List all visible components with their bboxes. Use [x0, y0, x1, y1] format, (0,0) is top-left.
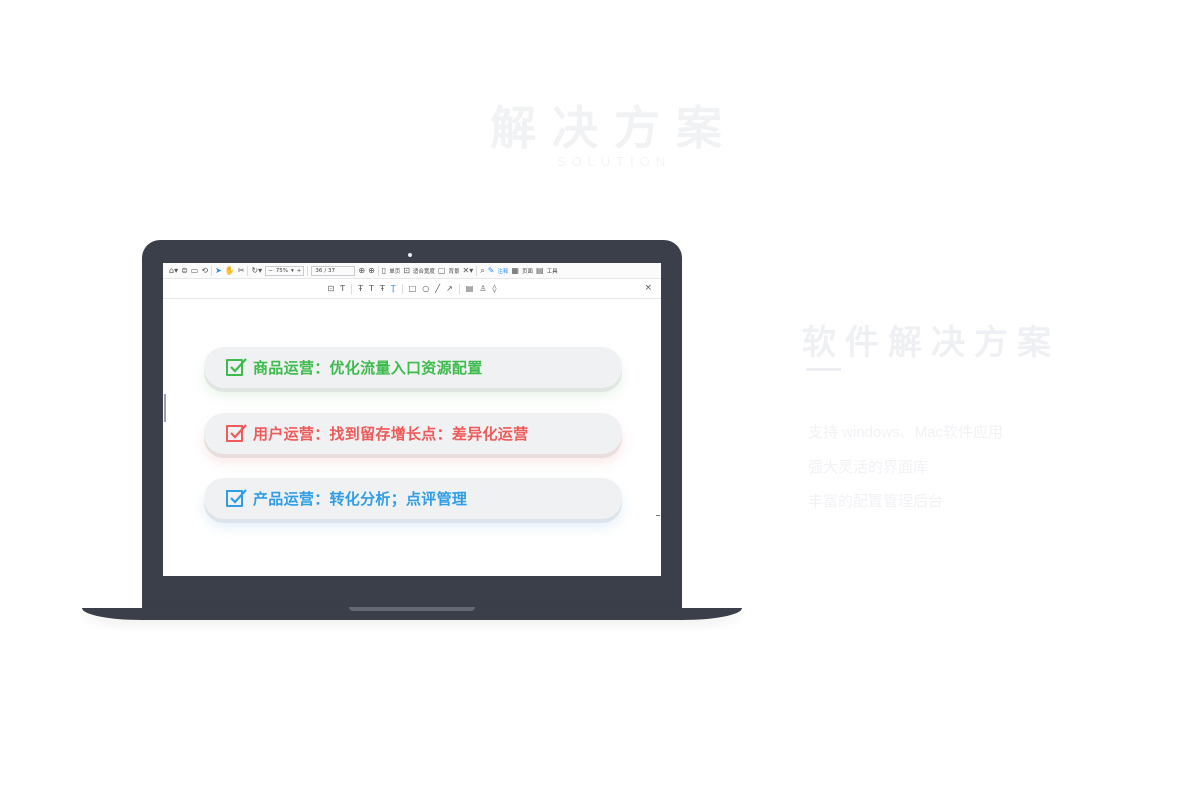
typewriter-icon[interactable]: Ƭ: [340, 284, 346, 293]
toolbar-divider: [401, 284, 403, 294]
toolbar-divider: [247, 265, 249, 276]
circle-icon[interactable]: ○: [422, 284, 430, 293]
document-area: 商品运营：优化流量入口资源配置 用户运营：找到留存增长点：差异化运营 产品运营：…: [163, 299, 661, 576]
checkbox-icon: [226, 489, 247, 507]
zoom-value[interactable]: 75%: [275, 267, 288, 274]
laptop-hinge: [349, 607, 475, 611]
zoom-in-icon[interactable]: +: [296, 267, 302, 274]
toolbar-divider: [377, 265, 379, 276]
toolbar-divider: [458, 284, 460, 294]
page-current-input[interactable]: 36: [315, 267, 323, 274]
line-icon[interactable]: ╱: [435, 284, 441, 293]
background-icon[interactable]: ▢: [437, 265, 446, 275]
cut-icon[interactable]: ✂: [237, 265, 245, 275]
strikethrough-icon[interactable]: Ŧ: [379, 284, 385, 293]
card-text: 用户运营：找到留存增长点：差异化运营: [253, 425, 529, 443]
single-page-button[interactable]: 单页: [389, 268, 401, 275]
camera-dot: [408, 253, 412, 257]
app-screen: ⌂▾ ⊜ ▭ ⟲ ➤ ✋ ✂ ↻▾ − 75% ▾ + 36 / 37 ⊕ ⊕ …: [163, 263, 661, 576]
scroll-marker: [656, 515, 660, 516]
select-cursor-icon[interactable]: ➤: [215, 265, 222, 275]
feature-line: 丰富的配置管理后台: [808, 493, 944, 510]
checkbox-icon: [226, 358, 247, 376]
search-icon[interactable]: ⌕: [480, 265, 485, 275]
highlight-text-icon[interactable]: Ŧ: [358, 284, 364, 293]
next-page-icon[interactable]: ⊕: [368, 265, 375, 275]
print-icon[interactable]: ⊜: [181, 265, 188, 275]
note-icon[interactable]: ⊡: [327, 284, 335, 293]
toolbox-icon[interactable]: ▤: [536, 265, 544, 275]
fit-width-icon[interactable]: ⊡: [403, 265, 410, 275]
feature-line: 强大灵活的界面库: [808, 459, 929, 476]
single-page-icon[interactable]: ▯: [381, 265, 387, 275]
annotate-icon[interactable]: ✎: [487, 265, 495, 275]
hand-tool-icon[interactable]: ✋: [224, 265, 235, 275]
arrow-icon[interactable]: ↗: [446, 284, 453, 293]
prev-page-icon[interactable]: ⊕: [358, 265, 366, 275]
zoom-dropdown-icon[interactable]: ▾: [291, 267, 294, 274]
close-toolbar-icon[interactable]: ×: [644, 283, 652, 293]
laptop-base: [82, 608, 742, 620]
zoom-control[interactable]: − 75% ▾ +: [265, 265, 305, 276]
rotate-icon[interactable]: ↻▾: [251, 265, 263, 275]
feature-line: 支持 windows、Mac软件应用: [808, 424, 1004, 441]
card-text: 商品运营：优化流量入口资源配置: [253, 359, 483, 377]
toolbar-divider: [307, 265, 309, 276]
card-text: 产品运营：转化分析；点评管理: [253, 490, 468, 508]
rectangle-icon[interactable]: □: [408, 284, 417, 293]
area-icon[interactable]: ▤: [465, 284, 474, 293]
title-underline: [806, 368, 841, 371]
hero-title: 解决方案: [490, 101, 738, 155]
toolbar-divider: [351, 284, 353, 294]
card-product-ops: 商品运营：优化流量入口资源配置: [204, 347, 622, 388]
underline-text-icon[interactable]: T: [369, 284, 374, 293]
page-total: / 37: [324, 267, 335, 274]
toolbar-divider: [211, 265, 213, 276]
zoom-out-icon[interactable]: −: [268, 267, 273, 274]
toolbar-divider: [476, 265, 478, 276]
background-button[interactable]: 背景: [448, 268, 460, 275]
page-tab[interactable]: 页面: [521, 268, 533, 275]
annotation-toolbar: ⊡ Ƭ Ŧ T Ŧ Ṯ □ ○ ╱ ↗ ▤ ♙ ◊: [163, 280, 661, 299]
open-folder-icon[interactable]: ⌂▾: [169, 265, 179, 275]
annotate-tab[interactable]: 注释: [497, 268, 509, 275]
fit-width-button[interactable]: 适合宽度: [412, 268, 435, 275]
card-user-ops: 用户运营：找到留存增长点：差异化运营: [204, 413, 622, 454]
save-icon[interactable]: ▭: [190, 265, 199, 275]
ink-drop-icon[interactable]: ◊: [492, 284, 497, 293]
hero-subtitle: SOLUTION: [556, 154, 672, 169]
stamp-icon[interactable]: ♙: [479, 284, 487, 293]
card-prod-ops: 产品运营：转化分析；点评管理: [204, 478, 622, 519]
tools-cross-icon[interactable]: ✕▾: [462, 265, 474, 275]
share-icon[interactable]: ⟲: [201, 265, 209, 275]
main-toolbar: ⌂▾ ⊜ ▭ ⟲ ➤ ✋ ✂ ↻▾ − 75% ▾ + 36 / 37 ⊕ ⊕ …: [163, 263, 661, 279]
page-grid-icon[interactable]: ▦: [511, 265, 519, 275]
checkbox-icon: [226, 424, 247, 442]
solution-title: 软件解决方案: [802, 323, 1060, 363]
squiggly-text-icon[interactable]: Ṯ: [390, 284, 396, 293]
tools-tab[interactable]: 工具: [546, 268, 558, 275]
sidebar-collapse-handle[interactable]: [164, 394, 166, 422]
page-navigator[interactable]: 36 / 37: [311, 265, 356, 276]
